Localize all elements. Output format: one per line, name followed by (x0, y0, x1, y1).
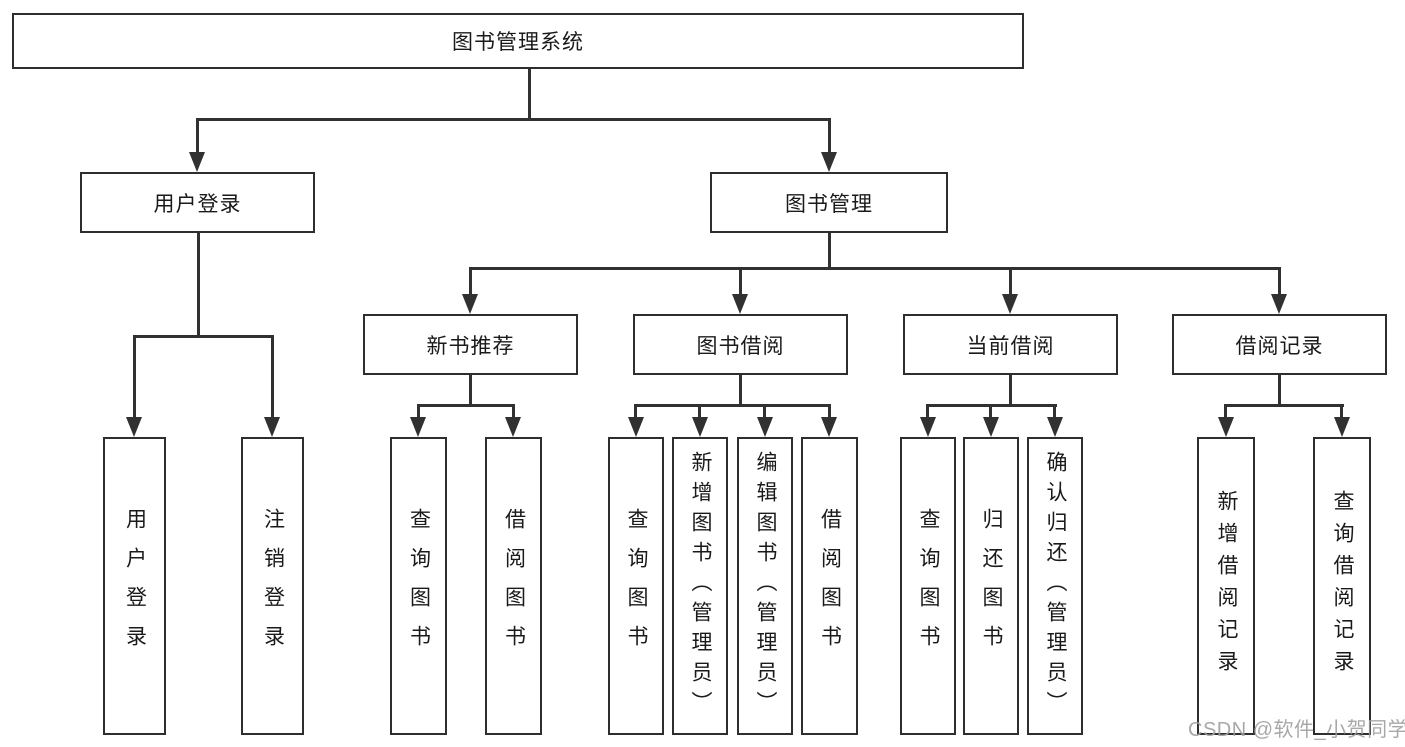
connector-level3-rail (469, 267, 1281, 270)
node-book-borrowing: 图书借阅 (633, 314, 848, 375)
connector-shaft (133, 335, 136, 420)
arrowhead-down-icon (505, 417, 521, 437)
arrowhead-down-icon (1218, 417, 1234, 437)
node-library-management-system: 图书管理系统 (12, 13, 1024, 69)
connector-group-rail (417, 404, 515, 407)
arrowhead-down-icon (821, 417, 837, 437)
leaf-borrowing-query-books-label: 查询图书 (625, 508, 648, 664)
connector-group-rail (1224, 404, 1344, 407)
leaf-current-confirm-return-admin: 确认归还（管理员） (1027, 437, 1083, 735)
connector-group-trunk (739, 375, 742, 406)
leaf-current-query-books: 查询图书 (900, 437, 956, 735)
connector-shaft (469, 267, 472, 297)
arrowhead-down-icon (1002, 294, 1018, 314)
arrowhead-down-icon (189, 152, 205, 172)
watermark-csdn: CSDN @软件_小贺同学 (1188, 719, 1405, 741)
connector-group-trunk (1278, 375, 1281, 406)
arrowhead-down-icon (757, 417, 773, 437)
connector-mgmt-trunk (828, 233, 831, 269)
connector-group-trunk (469, 375, 472, 406)
connector-shaft (739, 267, 742, 297)
connector-shaft (1009, 267, 1012, 297)
leaf-user-login: 用户登录 (103, 437, 166, 735)
arrowhead-down-icon (983, 417, 999, 437)
connector-shaft (1340, 404, 1343, 420)
leaf-user-login-label: 用户登录 (123, 508, 147, 664)
arrowhead-down-icon (1334, 417, 1350, 437)
leaf-borrowing-edit-books-admin-label: 编辑图书（管理员） (754, 451, 777, 721)
connector-shaft (828, 118, 831, 156)
connector-group-rail (634, 404, 831, 407)
node-current-borrowing: 当前借阅 (903, 314, 1118, 375)
node-book-management: 图书管理 (710, 172, 948, 233)
leaf-recommend-query-books-label: 查询图书 (407, 508, 431, 664)
connector-shaft (417, 404, 420, 420)
arrowhead-down-icon (264, 417, 280, 437)
leaf-logout: 注销登录 (241, 437, 304, 735)
connector-shaft (763, 404, 766, 420)
connector-shaft (926, 404, 929, 420)
leaf-logout-label: 注销登录 (261, 508, 285, 664)
connector-level2-rail (196, 118, 831, 121)
leaf-recommend-borrow-books-label: 借阅图书 (502, 508, 526, 664)
connector-login-trunk (197, 233, 200, 336)
leaf-recommend-query-books: 查询图书 (390, 437, 447, 735)
node-new-book-recommend: 新书推荐 (363, 314, 578, 375)
leaf-current-query-books-label: 查询图书 (917, 508, 940, 664)
connector-shaft (828, 404, 831, 420)
leaf-records-query-record-label: 查询借阅记录 (1331, 490, 1354, 682)
arrowhead-down-icon (732, 294, 748, 314)
connector-shaft (1278, 267, 1281, 297)
node-user-login: 用户登录 (80, 172, 315, 233)
connector-shaft (512, 404, 515, 420)
leaf-current-return-books-label: 归还图书 (980, 508, 1003, 664)
connector-shaft (989, 404, 992, 420)
leaf-borrowing-query-books: 查询图书 (608, 437, 664, 735)
node-borrow-records: 借阅记录 (1172, 314, 1387, 375)
connector-group-trunk (1009, 375, 1012, 406)
leaf-current-confirm-return-admin-label: 确认归还（管理员） (1044, 451, 1067, 721)
connector-login-rail (133, 335, 274, 338)
arrowhead-down-icon (692, 417, 708, 437)
arrowhead-down-icon (410, 417, 426, 437)
leaf-borrowing-borrow-books: 借阅图书 (801, 437, 858, 735)
arrowhead-down-icon (628, 417, 644, 437)
leaf-borrowing-edit-books-admin: 编辑图书（管理员） (737, 437, 793, 735)
arrowhead-down-icon (1047, 417, 1063, 437)
leaf-borrowing-add-books-admin-label: 新增图书（管理员） (689, 451, 712, 721)
leaf-records-add-record-label: 新增借阅记录 (1215, 490, 1238, 682)
arrowhead-down-icon (920, 417, 936, 437)
leaf-records-add-record: 新增借阅记录 (1197, 437, 1255, 735)
connector-shaft (271, 335, 274, 420)
arrowhead-down-icon (1271, 294, 1287, 314)
leaf-current-return-books: 归还图书 (963, 437, 1019, 735)
connector-shaft (1053, 404, 1056, 420)
arrowhead-down-icon (821, 152, 837, 172)
leaf-borrowing-borrow-books-label: 借阅图书 (818, 508, 842, 664)
connector-shaft (698, 404, 701, 420)
leaf-recommend-borrow-books: 借阅图书 (485, 437, 542, 735)
connector-shaft (1224, 404, 1227, 420)
arrowhead-down-icon (126, 417, 142, 437)
connector-root-trunk (528, 69, 531, 119)
arrowhead-down-icon (462, 294, 478, 314)
leaf-borrowing-add-books-admin: 新增图书（管理员） (672, 437, 728, 735)
connector-shaft (196, 118, 199, 156)
leaf-records-query-record: 查询借阅记录 (1313, 437, 1371, 735)
connector-shaft (634, 404, 637, 420)
